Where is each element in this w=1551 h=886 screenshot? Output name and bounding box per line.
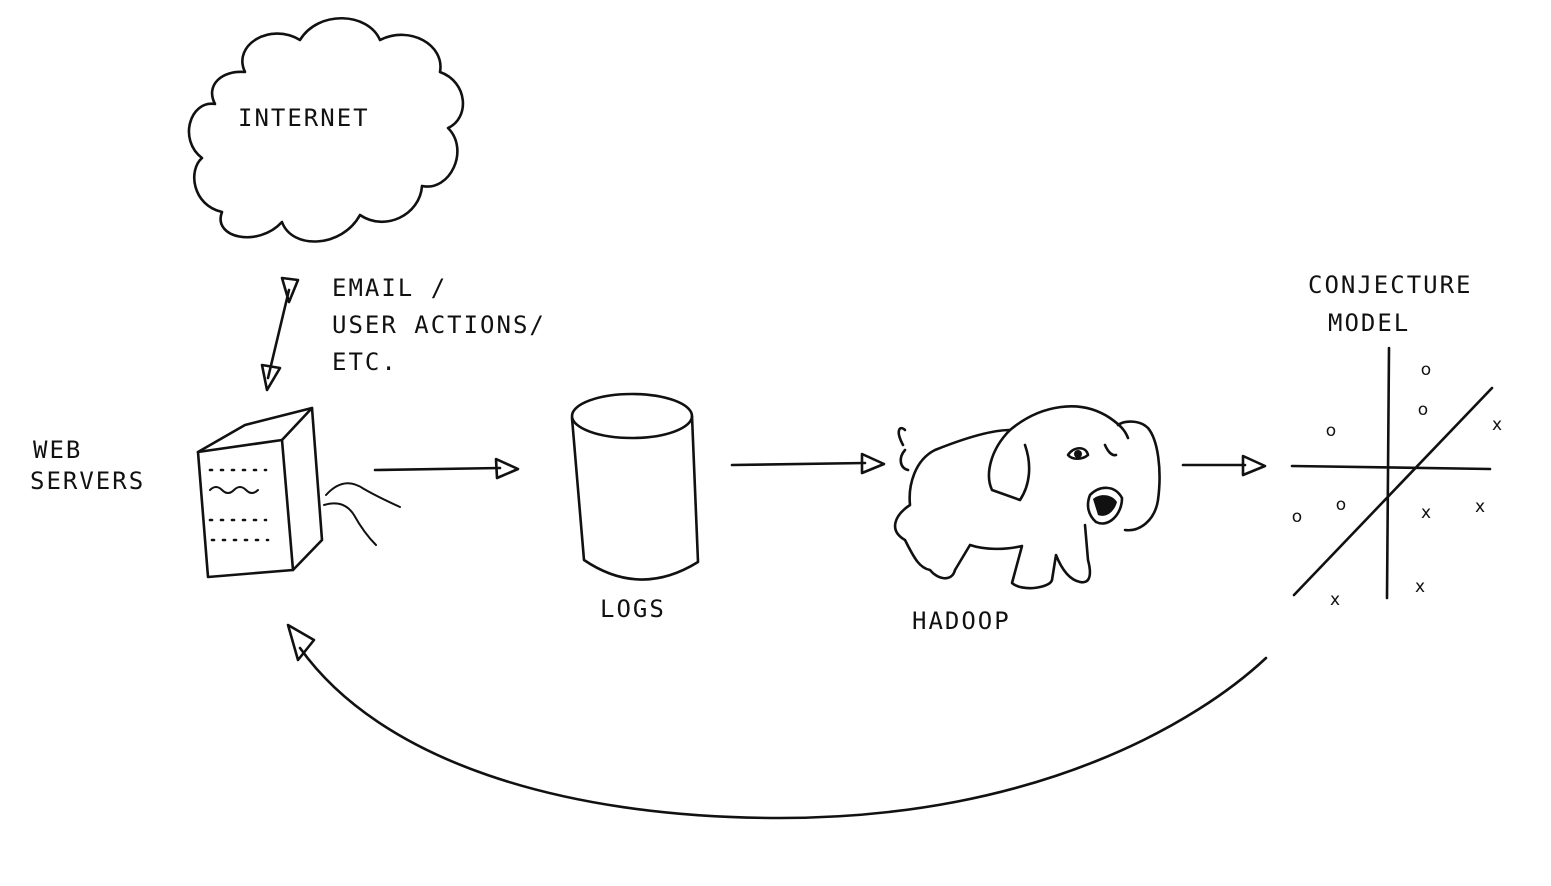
hadoop-to-model-arrow xyxy=(1181,454,1267,477)
model-plot-x-axis xyxy=(1290,464,1492,471)
plot-marker-x: x xyxy=(1415,577,1425,597)
plot-marker-o: o xyxy=(1326,421,1336,441)
plot-marker-o: o xyxy=(1421,360,1431,380)
plot-marker-o: o xyxy=(1292,507,1302,527)
elephant-eye-icon xyxy=(1074,450,1082,458)
traffic-label-line3: Etc. xyxy=(332,348,398,376)
model-plot-y-axis xyxy=(1385,346,1391,600)
web-servers-label-line1: Web xyxy=(33,436,83,464)
web-to-logs-arrow xyxy=(373,457,520,480)
plot-marker-x: x xyxy=(1421,503,1431,523)
internet-link-arrow xyxy=(260,276,300,392)
model-plot-decision-boundary xyxy=(1292,386,1494,597)
plot-marker-o: o xyxy=(1336,495,1346,515)
internet-cloud-icon xyxy=(187,17,465,243)
feedback-arrow xyxy=(286,623,1268,820)
web-server-icon xyxy=(196,406,401,579)
plot-marker-o: o xyxy=(1418,400,1428,420)
model-label-line2: Model xyxy=(1328,309,1411,337)
traffic-label-line2: User Actions/ xyxy=(332,311,546,339)
plot-marker-x: x xyxy=(1492,415,1502,435)
logs-database-icon xyxy=(570,392,700,581)
traffic-label-line1: Email / xyxy=(332,274,448,302)
hadoop-label: Hadoop xyxy=(912,607,1011,635)
model-plot xyxy=(1290,346,1494,600)
internet-label: Internet xyxy=(238,104,370,132)
logs-label: Logs xyxy=(600,595,666,623)
logs-to-hadoop-arrow xyxy=(730,452,886,475)
plot-marker-x: x xyxy=(1475,497,1485,517)
model-plot-markers: o o o o o x x x x x xyxy=(1292,360,1502,610)
elephant-mouth-icon xyxy=(1093,495,1117,516)
model-label-line1: Conjecture xyxy=(1308,271,1473,299)
plot-marker-x: x xyxy=(1330,590,1340,610)
web-servers-label-line2: Servers xyxy=(30,467,146,495)
hadoop-elephant-icon xyxy=(893,405,1161,590)
